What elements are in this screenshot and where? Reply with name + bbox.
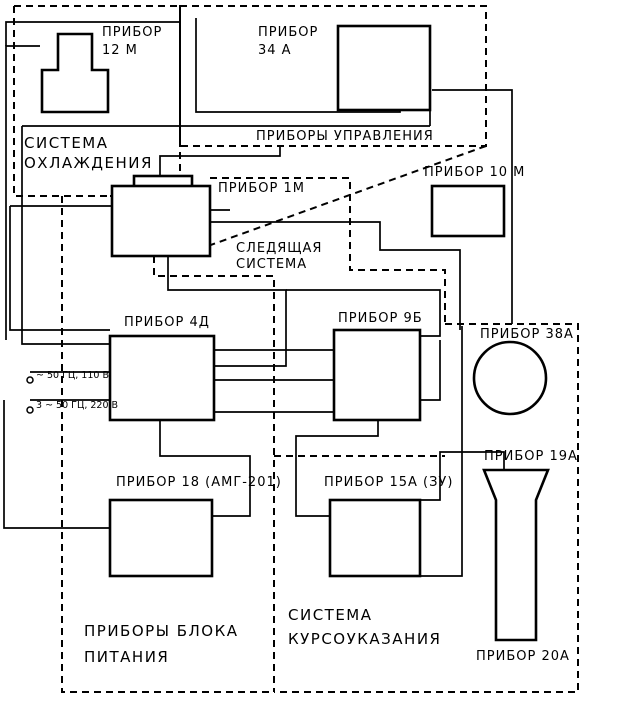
label-device-9b: ПРИБОР 9Б xyxy=(338,311,423,326)
label-device-1m: ПРИБОР 1М xyxy=(218,181,305,196)
label-device-38a: ПРИБОР 38А xyxy=(480,327,574,342)
device-12m-box xyxy=(40,32,110,114)
label-device-15a: ПРИБОР 15А (ЗУ) xyxy=(324,475,453,490)
label-supply-110v: ~ 50 ГЦ, 110 В xyxy=(36,370,109,381)
device-18-box xyxy=(108,498,214,578)
label-device-19a: ПРИБОР 19А xyxy=(484,449,578,464)
device-38a-circle xyxy=(472,340,548,416)
device-19a-20a-horn xyxy=(482,468,550,642)
device-10m-box xyxy=(430,184,506,238)
terminal-220v xyxy=(26,406,34,414)
device-9b-box xyxy=(332,328,422,422)
label-device-10m: ПРИБОР 10 М xyxy=(424,165,525,180)
terminal-110v xyxy=(26,376,34,384)
control-devices-boundary xyxy=(179,5,487,147)
label-device-4d: ПРИБОР 4Д xyxy=(124,315,210,330)
label-device-18: ПРИБОР 18 (АМГ-201) xyxy=(116,475,282,490)
tracking-system-boundary xyxy=(210,177,446,324)
label-device-20a: ПРИБОР 20А xyxy=(476,649,570,664)
device-15a-box xyxy=(328,498,422,578)
connection-wires xyxy=(3,18,513,577)
device-1m-box xyxy=(110,184,212,258)
tracking-inner-boundary xyxy=(153,256,275,692)
power-block-boundary xyxy=(61,196,274,693)
cooling-system-boundary-left xyxy=(13,6,110,197)
label-supply-220v: 3 ~ 50 ГЦ, 220 В xyxy=(36,400,118,411)
device-34a-box xyxy=(336,24,432,112)
label-control-devices: ПРИБОРЫ УПРАВЛЕНИЯ xyxy=(256,129,434,144)
device-4d-box xyxy=(108,334,216,422)
control-diagonal-boundary xyxy=(207,145,487,247)
